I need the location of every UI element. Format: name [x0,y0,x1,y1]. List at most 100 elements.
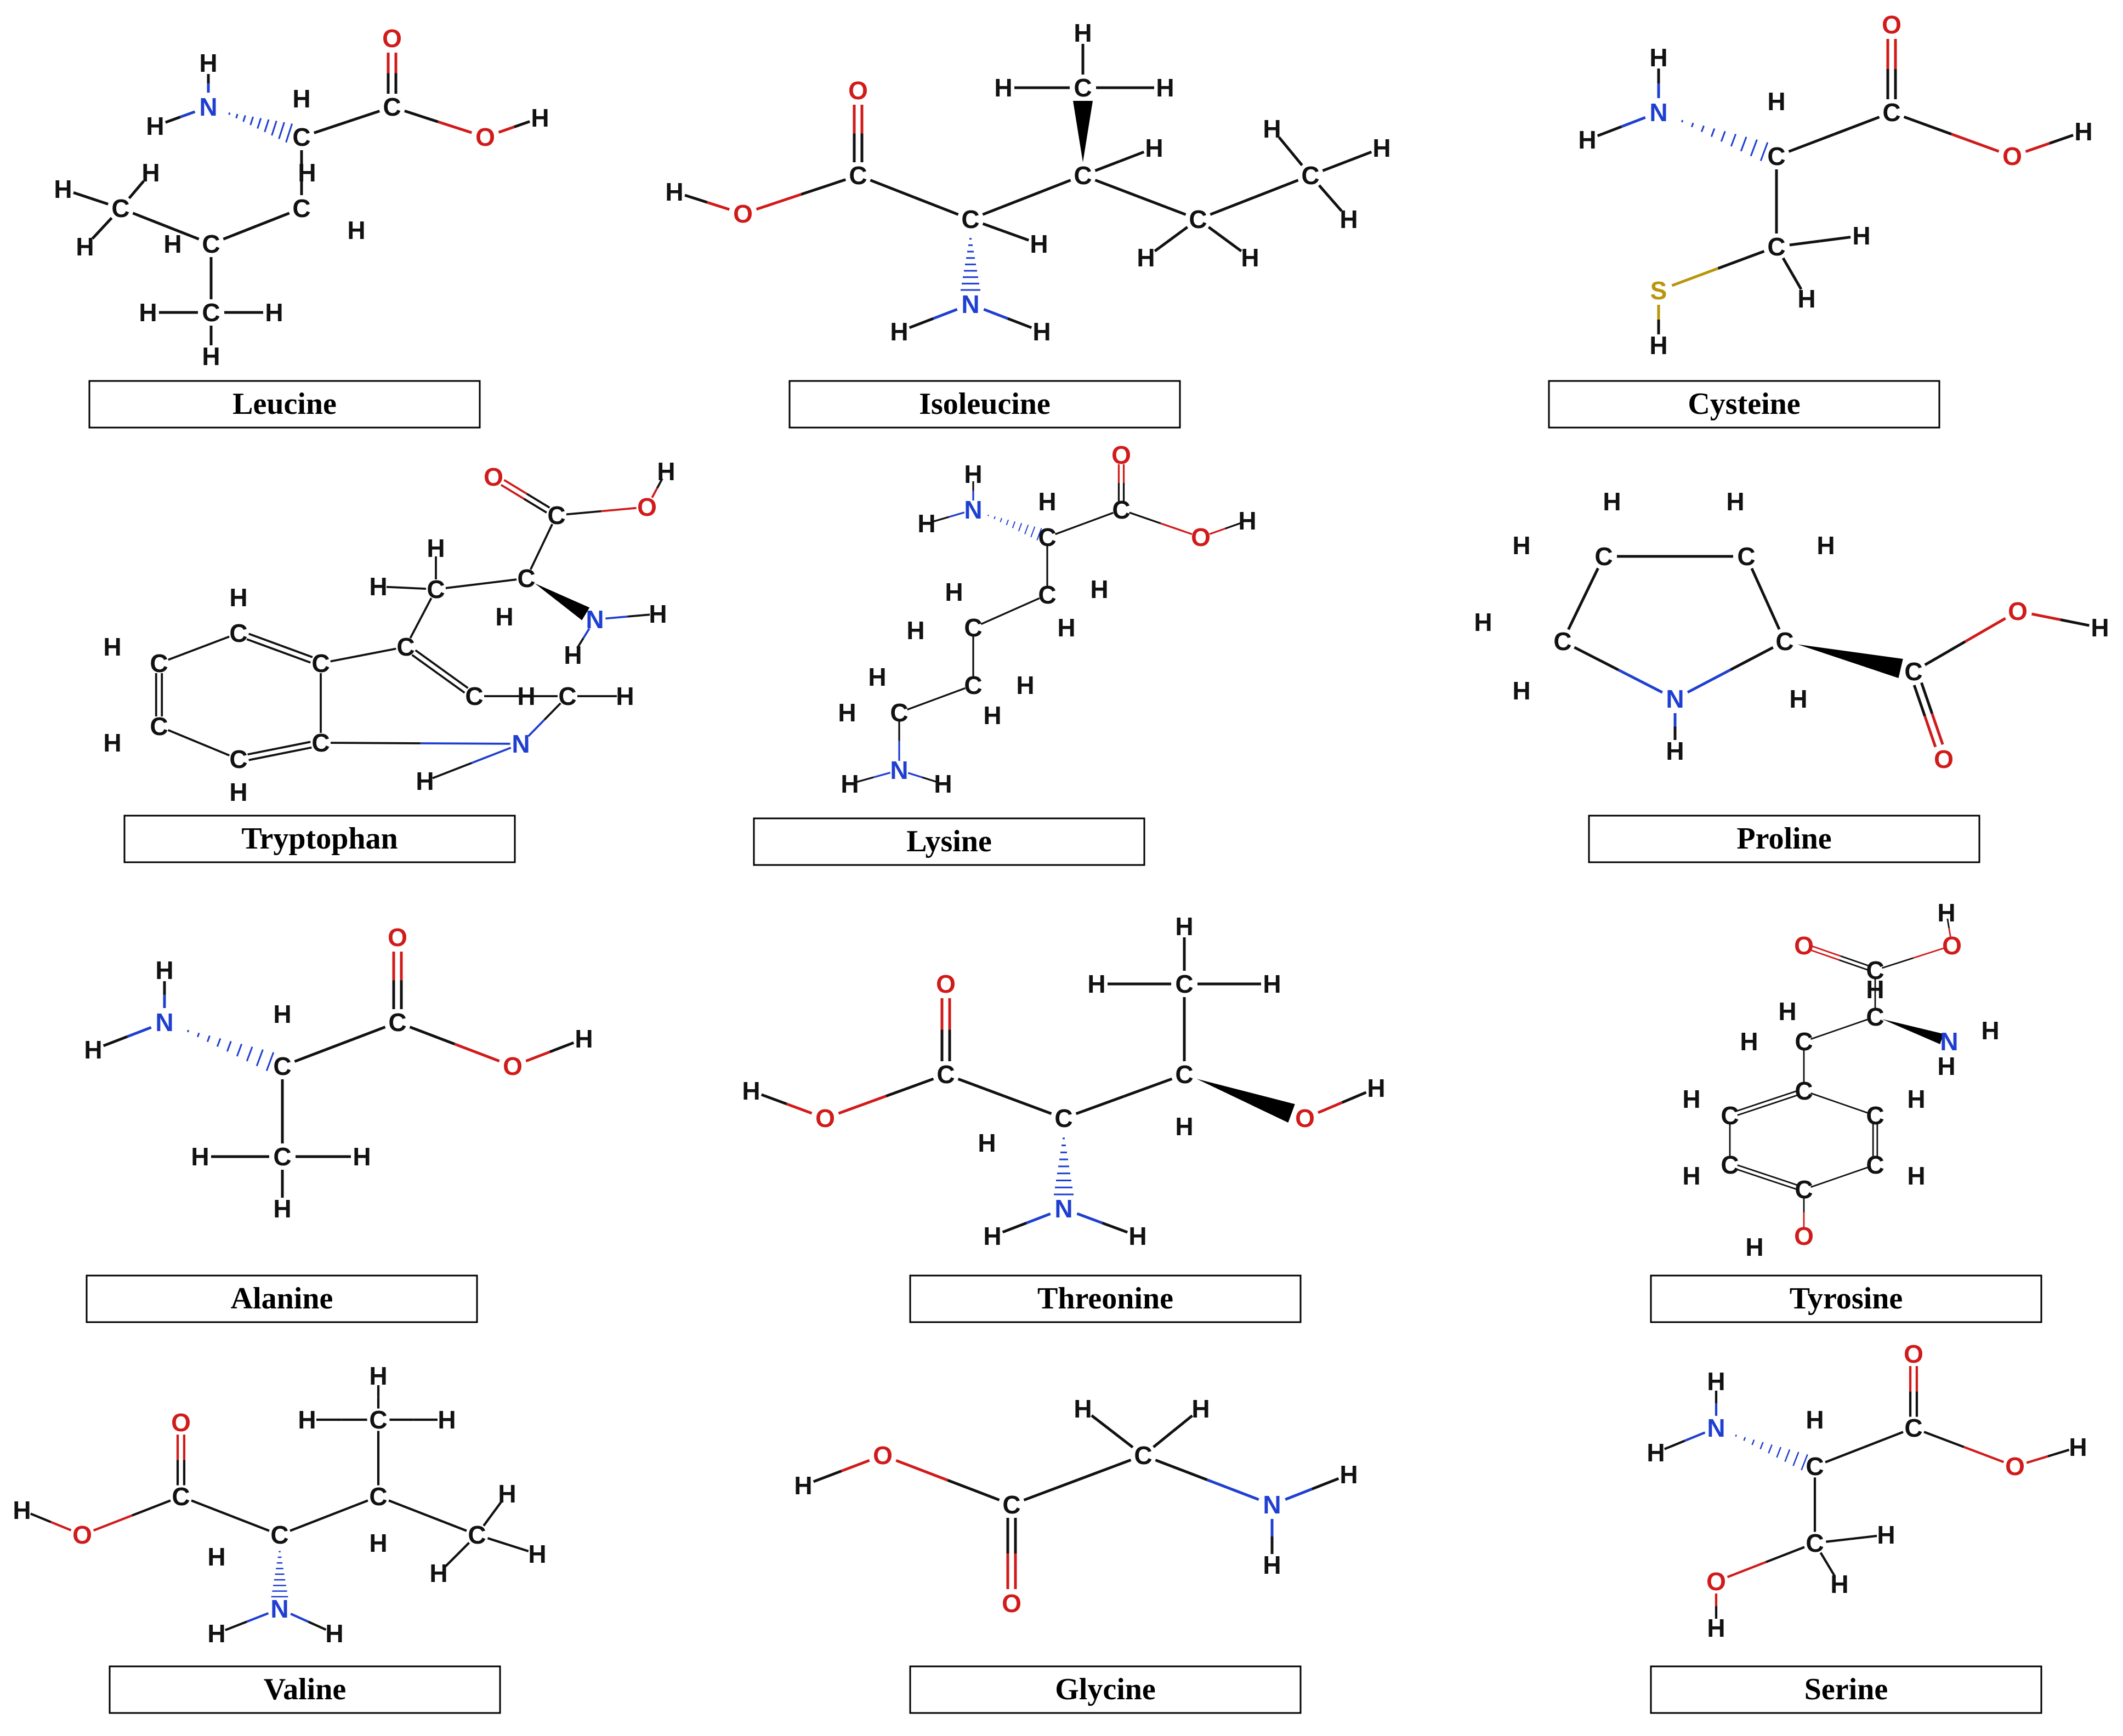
atom-o: O [815,1104,835,1132]
bond-segment [101,217,113,230]
atom-c: C [849,161,867,190]
hash-bond-stroke [216,1038,222,1047]
atom-o: O [733,200,753,228]
bond-segment [290,1515,330,1532]
bond-segment [566,510,601,516]
atom-c: C [1795,1027,1813,1056]
bond-segment [406,587,427,590]
bond-segment [330,654,364,663]
bond-segment [983,308,1008,320]
atom-n: N [1263,1490,1281,1519]
atom-h: H [207,1619,225,1648]
bond-segment [1083,511,1114,525]
atom-h: H [141,158,160,187]
bond-segment [1767,1094,1798,1106]
atom-o: O [848,76,868,105]
atom-c: C [1767,232,1785,261]
atom-h: H [531,104,549,132]
atom-h: H [983,701,1001,730]
bond-segment [2047,1448,2070,1458]
bond-segment [1789,240,1820,247]
bond-segment [1597,125,1622,138]
bond-segment [256,212,290,227]
atom-h: H [978,1129,996,1157]
bond-segment [1278,136,1292,152]
label-threonine: Threonine [1037,1282,1173,1316]
bond-segment [198,635,230,650]
bond-segment [507,1543,529,1552]
atom-n: N [1054,1194,1072,1223]
atom-h: H [273,1194,291,1223]
bond-segment [1076,1212,1103,1225]
label-box-proline [1588,815,1980,863]
bond-segment [1810,1092,1840,1104]
label-tyrosine: Tyrosine [1790,1282,1903,1316]
bond-segment [933,308,958,320]
bond-segment [1717,250,1765,270]
bond-segment [1207,226,1226,241]
atom-h: H [1937,1052,1955,1080]
atom-h: H [890,317,908,346]
bond-segment [841,1459,870,1472]
bond-segment [2060,618,2090,627]
atom-c: C [517,564,535,593]
atom-c: C [383,93,401,121]
bond-segment [1172,1414,1194,1433]
hash-bond-stroke [1000,517,1002,522]
bond-segment [481,578,517,585]
bond-segment [1170,226,1189,241]
atom-h: H [1156,73,1174,102]
bond-segment [1903,115,1952,136]
atom-h: H [1137,243,1155,272]
atom-o: O [1706,1567,1726,1596]
bond-segment [1851,1534,1877,1540]
atom-o: O [1934,745,1954,773]
atom-c: C [1904,657,1922,686]
atom-h: H [498,1479,516,1508]
atom-h: H [564,641,582,669]
bond-segment [907,772,923,778]
bond-segment [1812,945,1841,957]
bond-segment [1810,1028,1840,1040]
atom-h: H [146,112,164,140]
bond-segment [491,1500,503,1515]
atom-c: C [964,671,982,699]
atom-h: H [1578,126,1596,154]
bond-segment [1206,1478,1259,1501]
atom-o: O [72,1521,92,1549]
atom-o: O [2005,1452,2025,1481]
atom-c: C [1054,1104,1072,1132]
bond-segment [980,610,1011,625]
atom-o: O [1904,1340,1923,1368]
bond-segment [1948,928,1952,938]
atom-h: H [1372,134,1390,162]
bond-segment [91,227,103,240]
atom-s: S [1650,276,1667,305]
bond-segment [1735,1168,1767,1180]
atom-c: C [369,1405,387,1434]
label-serine: Serine [1804,1672,1888,1706]
hash-bond-stroke [264,119,270,133]
atom-n: N [270,1595,288,1623]
atom-h: H [917,509,935,538]
bond-segment [1864,1431,1904,1448]
hash-bond-stroke [257,118,262,129]
bond-segment [409,617,422,639]
atom-o: O [936,970,956,998]
hash-bond-stroke [1750,139,1758,157]
bond-segment [2025,142,2050,153]
wedge-bond [1196,1079,1295,1123]
bond-segment [280,644,313,658]
bond-segment [1951,133,2000,153]
bond-segment [103,1035,128,1048]
bond-segment [1119,150,1145,163]
bond-segment [225,1620,247,1631]
atom-c: C [1866,1101,1884,1130]
bond-segment [1129,511,1161,525]
bond-segment [1346,150,1372,163]
atom-h: H [1817,531,1835,560]
bond-segment [411,654,439,675]
atom-h: H [416,767,434,795]
bond-segment [957,1078,1006,1098]
